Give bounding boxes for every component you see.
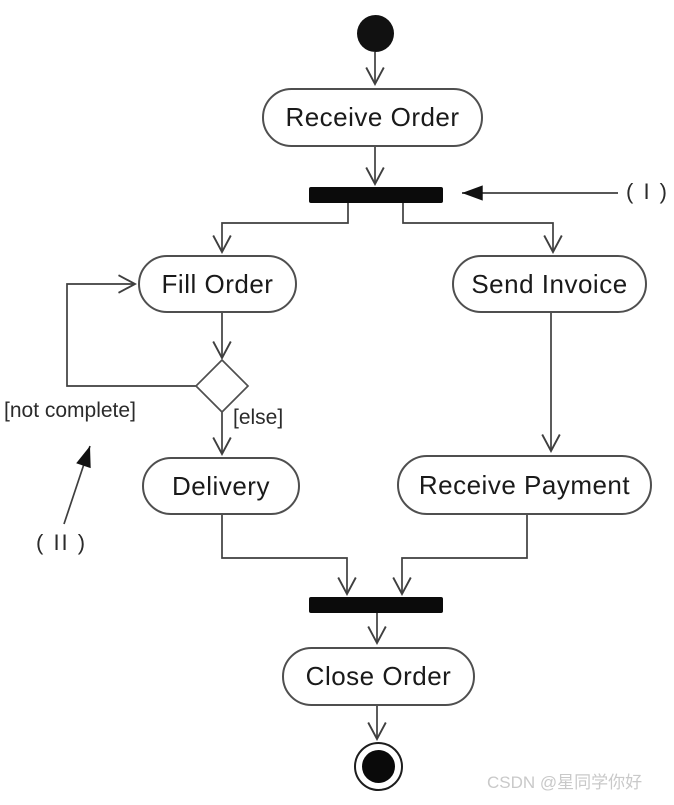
activity-final-node bbox=[354, 742, 403, 791]
activity-label: Close Order bbox=[305, 661, 452, 691]
activity-node-send-invoice: Send Invoice bbox=[452, 255, 647, 313]
activity-node-fill-order: Fill Order bbox=[138, 255, 297, 313]
decision-diamond bbox=[194, 358, 250, 414]
annotation-arrow-loop bbox=[63, 445, 91, 525]
activity-label: Receive Payment bbox=[418, 469, 631, 500]
activity-node-delivery: Delivery bbox=[142, 457, 300, 515]
edge-delivery-to-join bbox=[221, 515, 357, 596]
annotation-fork-marker: ( I ) bbox=[626, 179, 669, 204]
activity-label: Send Invoice bbox=[471, 268, 628, 299]
csdn-watermark: CSDN @星同学你好 bbox=[487, 773, 643, 792]
initial-node bbox=[357, 15, 394, 52]
activity-node-close-order: Close Order bbox=[282, 647, 475, 706]
join-bar bbox=[309, 597, 443, 613]
edge-label-not-complete: [not complete] bbox=[4, 399, 136, 422]
final-node-dot bbox=[362, 750, 395, 783]
edge-fork-to-send-invoice bbox=[402, 203, 563, 254]
activity-label: Receive Order bbox=[285, 102, 460, 132]
edge-receive-payment-to-join bbox=[392, 515, 528, 596]
activity-label: Fill Order bbox=[161, 268, 274, 299]
edge-decision-not-complete-loop bbox=[66, 274, 196, 387]
edge-label-else: [else] bbox=[233, 406, 284, 429]
activity-label: Delivery bbox=[172, 470, 270, 501]
activity-node-receive-payment: Receive Payment bbox=[397, 455, 652, 515]
activity-node-receive-order: Receive Order bbox=[262, 88, 483, 147]
edge-fork-to-fill-order bbox=[212, 203, 349, 254]
fork-bar bbox=[309, 187, 443, 203]
annotation-loop-marker: ( II ) bbox=[36, 530, 88, 555]
